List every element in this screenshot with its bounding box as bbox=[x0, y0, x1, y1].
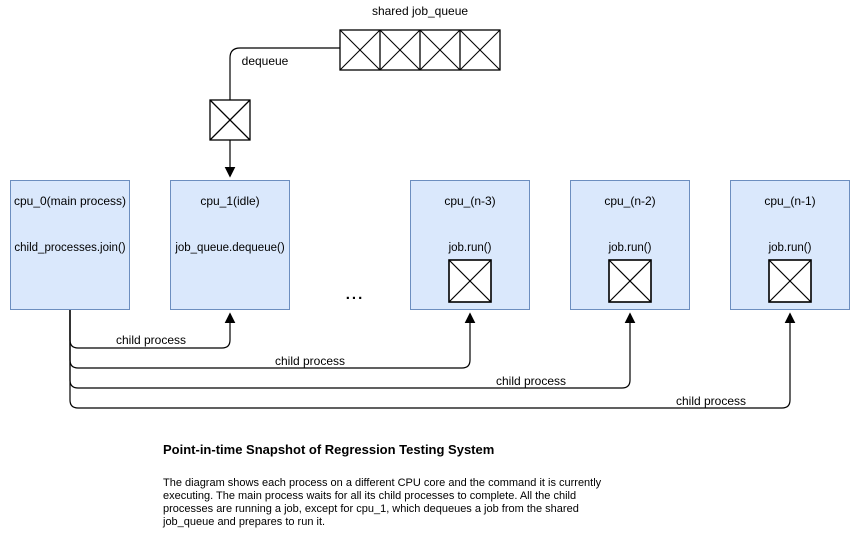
dequeue-connector bbox=[229, 47, 340, 100]
caption-body-line: processes are running a job, except for … bbox=[163, 503, 579, 515]
cpu-1-title: cpu_1(idle) bbox=[200, 194, 260, 208]
cpu-0-box: cpu_0(main process) child_processes.join… bbox=[10, 180, 130, 310]
queue-job-x-icon bbox=[339, 29, 501, 71]
cpu-n3-box: cpu_(n-3) job.run() bbox=[410, 180, 530, 310]
cpu-n2-title: cpu_(n-2) bbox=[604, 194, 656, 208]
cpu-1-box: cpu_1(idle) job_queue.dequeue() bbox=[170, 180, 290, 310]
dequeued-job-x-icon bbox=[209, 99, 251, 141]
running-job-x-icon bbox=[608, 259, 652, 303]
caption-body-line: job_queue and prepares to run it. bbox=[163, 516, 326, 528]
cpu-n2-command: job.run() bbox=[608, 242, 652, 254]
omitted-cpus-ellipsis: ... bbox=[345, 286, 365, 303]
cpu-1-command: job_queue.dequeue() bbox=[175, 242, 285, 254]
caption-title: Point-in-time Snapshot of Regression Tes… bbox=[163, 442, 495, 457]
child-process-connector-cpun1 bbox=[69, 310, 796, 409]
cpu-n1-title: cpu_(n-1) bbox=[764, 194, 816, 208]
running-job-x-icon bbox=[768, 259, 812, 303]
running-job-x-icon bbox=[448, 259, 492, 303]
child-process-label-2: child process bbox=[274, 354, 346, 368]
caption-body: The diagram shows each process on a diff… bbox=[163, 477, 601, 529]
dequeue-label: dequeue bbox=[241, 54, 289, 68]
cpu-0-title: cpu_0(main process) bbox=[13, 194, 127, 208]
caption-body-line: The diagram shows each process on a diff… bbox=[163, 477, 602, 489]
child-process-label-1: child process bbox=[115, 333, 187, 347]
child-process-label-4: child process bbox=[675, 394, 747, 408]
cpu-n1-command: job.run() bbox=[768, 242, 812, 254]
cpu-n2-box: cpu_(n-2) job.run() bbox=[570, 180, 690, 310]
cpu-0-command: child_processes.join() bbox=[14, 242, 126, 254]
cpu-n3-command: job.run() bbox=[448, 242, 492, 254]
shared-job-queue-label: shared job_queue bbox=[371, 4, 469, 18]
child-process-label-3: child process bbox=[495, 374, 567, 388]
caption-body-line: executing. The main process waits for al… bbox=[163, 490, 577, 502]
cpu-n3-title: cpu_(n-3) bbox=[444, 194, 496, 208]
job-queue-shape bbox=[339, 29, 501, 71]
cpu-n1-box: cpu_(n-1) job.run() bbox=[730, 180, 850, 310]
